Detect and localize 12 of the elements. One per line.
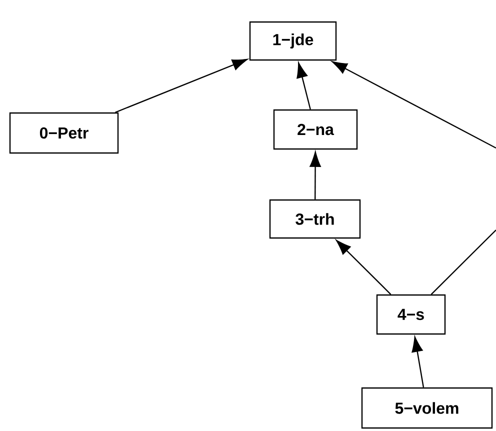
arrow xyxy=(412,336,424,388)
arrow xyxy=(296,62,311,110)
word-box: 4−s xyxy=(376,294,446,335)
word-box: 2−na xyxy=(273,109,358,150)
arrow xyxy=(336,240,392,295)
word-box: 0−Petr xyxy=(9,112,119,154)
word-box: 3−trh xyxy=(269,199,361,239)
arrow xyxy=(310,152,321,200)
word-box: 1−jde xyxy=(249,21,337,61)
arrow xyxy=(332,61,496,149)
word-box: 5−volem xyxy=(361,387,493,429)
arrow xyxy=(115,58,248,113)
